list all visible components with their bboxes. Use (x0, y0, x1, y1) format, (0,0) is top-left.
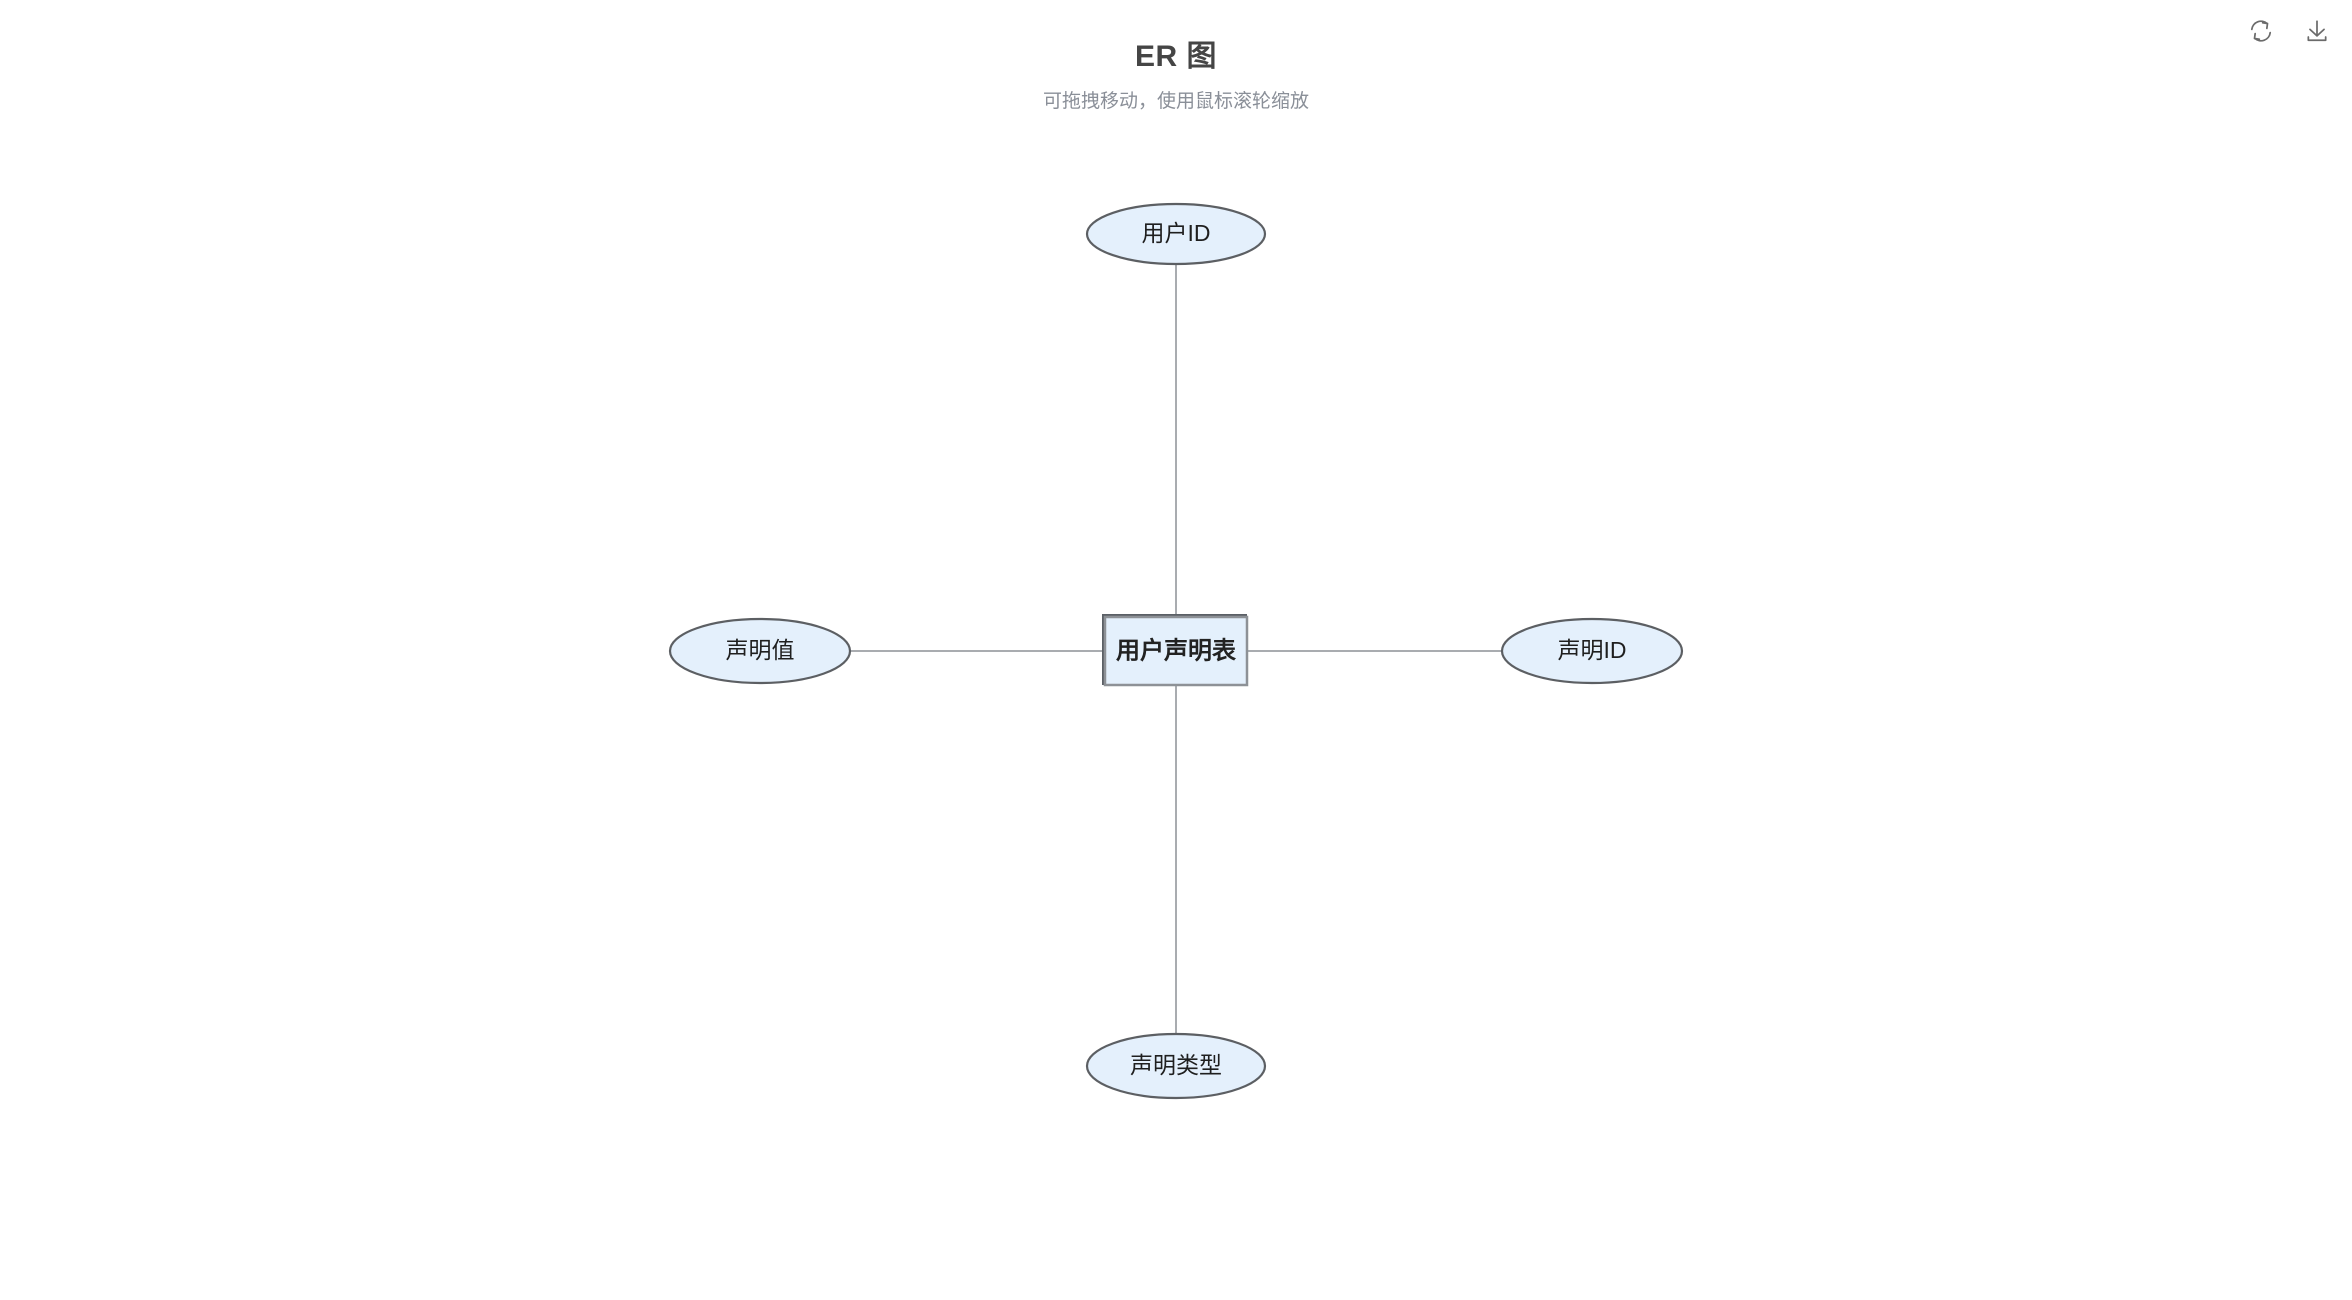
attribute-node[interactable]: 声明类型 (1085, 1032, 1267, 1100)
toolbar (2244, 14, 2334, 48)
attribute-ellipse[interactable] (1085, 1032, 1267, 1100)
attribute-ellipse[interactable] (1085, 202, 1267, 266)
entity-rect[interactable] (1103, 615, 1249, 687)
entity-label: 用户声明表 (1116, 636, 1237, 664)
attribute-node[interactable]: 声明值 (668, 617, 852, 685)
download-icon (2304, 18, 2330, 44)
reset-view-button[interactable] (2244, 14, 2278, 48)
attribute-label: 用户ID (1142, 220, 1211, 246)
attribute-node[interactable]: 声明ID (1500, 617, 1684, 685)
attribute-label: 声明类型 (1130, 1052, 1222, 1078)
refresh-icon (2248, 18, 2274, 44)
attribute-ellipse[interactable] (668, 617, 852, 685)
download-button[interactable] (2300, 14, 2334, 48)
attribute-label: 声明ID (1558, 637, 1627, 663)
attribute-ellipse[interactable] (1500, 617, 1684, 685)
entity-node[interactable]: 用户声明表 (1102, 614, 1249, 687)
attribute-label: 声明值 (726, 637, 795, 663)
attribute-node[interactable]: 用户ID (1085, 202, 1267, 266)
